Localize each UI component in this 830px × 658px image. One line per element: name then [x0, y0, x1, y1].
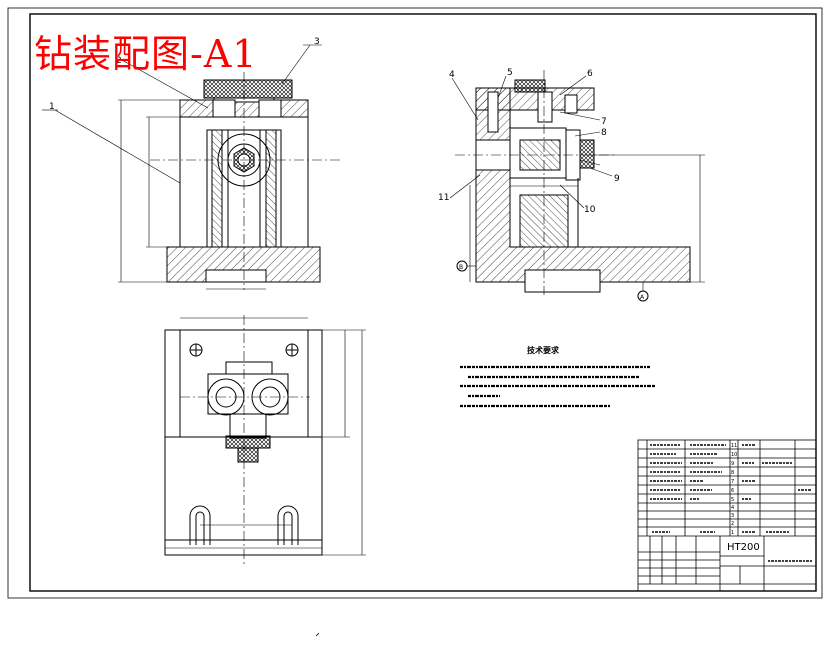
part-label-9: 9 — [614, 174, 620, 184]
inner-frame — [29, 13, 817, 592]
part-label-4: 4 — [449, 70, 455, 80]
svg-text:10: 10 — [731, 452, 737, 458]
svg-text:3: 3 — [731, 513, 734, 519]
part-label-8: 8 — [601, 128, 607, 138]
bom-item-numbers: 11 10 9 8 7 6 5 4 3 2 1 — [731, 443, 737, 536]
svg-text:5: 5 — [731, 497, 734, 503]
tech-requirements-title: 技术要求 — [527, 345, 560, 355]
tech-requirements-lines — [460, 365, 655, 408]
bom-text-marks — [650, 444, 812, 562]
part-label-1: 1 — [49, 102, 55, 112]
svg-text:7: 7 — [731, 479, 734, 485]
part-label-2: 2 — [116, 56, 122, 66]
stray-mark — [315, 632, 320, 637]
svg-text:1: 1 — [731, 530, 734, 536]
part-label-3: 3 — [314, 37, 320, 47]
part-label-5: 5 — [507, 68, 513, 78]
side-section-view — [449, 70, 705, 302]
part-label-6: 6 — [587, 69, 593, 79]
svg-text:6: 6 — [731, 488, 734, 494]
datum-a-label: A — [640, 294, 645, 301]
outer-frame — [7, 7, 823, 599]
title-block — [637, 439, 817, 592]
part-label-11: 11 — [438, 193, 449, 203]
part-label-7: 7 — [601, 117, 607, 127]
part-label-10: 10 — [584, 205, 596, 215]
front-view — [42, 44, 340, 290]
svg-text:8: 8 — [731, 470, 734, 476]
top-view — [164, 315, 366, 565]
svg-text:11: 11 — [731, 443, 737, 449]
drawing-title: 钻装配图-A1 — [34, 32, 258, 76]
material-label: HT200 — [727, 542, 760, 553]
datum-b-label: B — [459, 264, 463, 271]
svg-text:2: 2 — [731, 521, 734, 527]
svg-text:9: 9 — [731, 461, 734, 467]
svg-text:4: 4 — [731, 505, 734, 511]
